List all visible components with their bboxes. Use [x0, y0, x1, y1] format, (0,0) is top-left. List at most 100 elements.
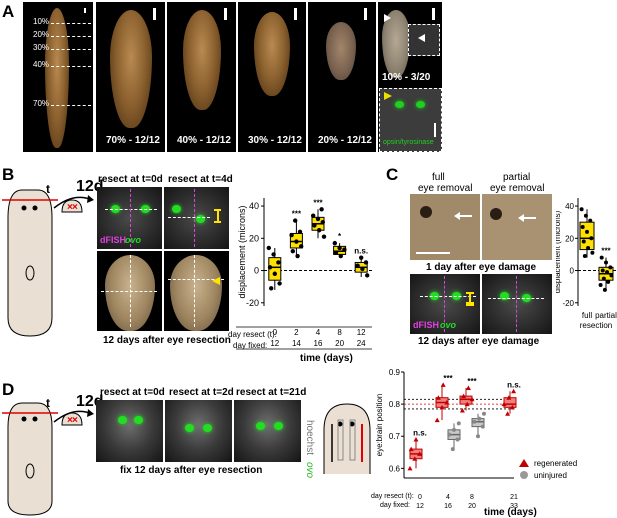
pharynx-icon: [25, 463, 35, 479]
significance-label: *: [338, 232, 342, 241]
data-point: [606, 279, 611, 284]
eye-removed-icon: ×: [72, 202, 78, 213]
measure-line: [168, 279, 224, 280]
level-mark-70: 70%: [33, 99, 50, 108]
y-axis-label: eye:brain position: [376, 394, 384, 457]
data-point: [295, 253, 300, 259]
data-point: [585, 229, 589, 234]
panel-a-image-6: 10% - 3/20 opsin/tyrosinase: [378, 2, 442, 152]
data-point: [435, 395, 441, 400]
eye-removed-icon: ×: [67, 415, 73, 426]
eye-icon: [21, 205, 27, 211]
day-fixed-value: 12: [270, 339, 279, 348]
measure-line: [420, 296, 476, 297]
y-tick-label: -20: [562, 299, 574, 308]
time-label: t: [46, 396, 50, 410]
panel-b-schematic: × ×: [2, 189, 83, 337]
row1-label: day resect (t):: [228, 330, 277, 339]
data-point: [583, 213, 588, 218]
y-tick-label: 40: [249, 201, 259, 211]
eye-spot: [203, 424, 212, 432]
day-fixed-value: 20: [335, 339, 344, 348]
scale-bar: [416, 252, 450, 254]
data-point: [459, 408, 465, 413]
day-fixed-value: 33: [510, 503, 518, 510]
day-resect-value: 4: [316, 328, 321, 337]
y-tick-label: -20: [246, 298, 259, 308]
data-point: [312, 223, 317, 228]
planarian-body: [110, 10, 152, 128]
midline: [130, 189, 131, 247]
title-full: full: [432, 172, 445, 183]
data-point: [480, 424, 485, 429]
data-point: [276, 260, 281, 265]
data-point: [365, 273, 370, 278]
planarian-body: [45, 8, 69, 148]
data-point: [315, 216, 321, 222]
brain-icon: [349, 419, 356, 461]
arrowhead-icon: [384, 92, 392, 100]
legend-marker-uninjured: [520, 471, 528, 479]
arrow-icon: [212, 277, 220, 285]
legend-marker-regenerated: [519, 459, 529, 467]
x-category-label: full: [582, 311, 592, 320]
stain-label-hoechst: hoechst: [304, 420, 315, 456]
scale-bar: [294, 8, 297, 20]
caption-10: 10% - 3/20: [382, 72, 431, 83]
level-mark-10: 10%: [33, 17, 50, 26]
measure-line: [105, 209, 157, 210]
midline: [194, 255, 195, 327]
data-point: [337, 245, 342, 251]
y-tick-label: 0: [254, 266, 259, 276]
data-point: [319, 207, 324, 212]
fluorescence-inset: opsin/tyrosinase: [379, 88, 442, 152]
panel-d-schematic: × ×: [2, 402, 83, 516]
data-point: [472, 419, 477, 424]
data-point: [580, 225, 585, 230]
level-line-40: [51, 66, 91, 67]
panel-c-bright-2: [482, 194, 552, 260]
title-partial: partial: [503, 172, 531, 183]
planarian-body: [170, 255, 222, 331]
inset-stain-label: opsin/tyrosinase: [383, 139, 434, 146]
day-resect-value: 21: [510, 494, 518, 501]
data-point: [452, 427, 456, 432]
img-title-d2: resect at t=2d: [169, 387, 234, 398]
data-point: [450, 447, 455, 452]
img-title-d21: resect at t=21d: [236, 387, 307, 398]
data-point: [476, 434, 480, 439]
y-tick-label: 0.7: [389, 432, 401, 441]
arrow-icon: [458, 215, 472, 217]
level-line-20: [51, 36, 91, 37]
img-title-t0: resect at t=0d: [98, 174, 163, 185]
data-point: [290, 248, 295, 254]
data-point: [294, 239, 299, 244]
eye-spot: [134, 416, 143, 424]
eye-spot: [395, 101, 404, 108]
panel-a-image-3: 40% - 12/12: [167, 2, 236, 152]
panel-d-xlabel: time (days): [484, 507, 537, 518]
data-point: [277, 281, 282, 286]
data-point: [332, 240, 337, 246]
data-point: [465, 385, 471, 391]
day-resect-value: 0: [273, 328, 278, 337]
data-point: [506, 395, 512, 400]
data-point: [609, 273, 614, 278]
panel-label-d: D: [2, 380, 15, 399]
data-point: [439, 404, 445, 410]
data-point: [477, 416, 482, 421]
title-partial-2: eye removal: [490, 183, 545, 194]
data-point: [579, 207, 584, 212]
scale-bar: [84, 8, 86, 13]
brain-icon: [337, 419, 344, 461]
level-mark-20: 20%: [33, 30, 50, 39]
eye-spot: [196, 215, 205, 223]
eye-spot: [416, 101, 425, 108]
y-axis-label: displacement (microns): [556, 210, 562, 293]
y-tick-label: 0.6: [389, 464, 401, 473]
data-point: [608, 265, 613, 270]
planarian-body: [326, 22, 356, 80]
data-point: [266, 245, 271, 251]
data-point: [600, 268, 605, 273]
